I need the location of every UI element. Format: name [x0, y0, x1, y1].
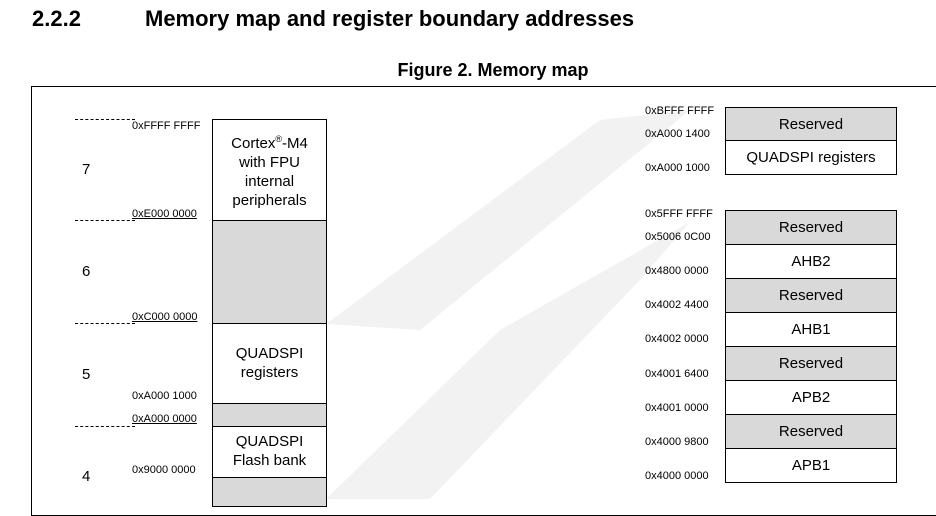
figure-caption: Figure 2. Memory map — [397, 60, 589, 80]
quadspi-regs-line1: QUADSPI — [235, 345, 304, 362]
region-label: 5 — [82, 366, 91, 383]
address-label: 0xC000 0000 — [132, 311, 198, 323]
quadspi-flash-line1: QUADSPI — [235, 433, 304, 450]
dash-line — [75, 220, 135, 221]
ahb2-block: AHB2 — [725, 244, 897, 279]
ahb1-block: AHB1 — [725, 312, 897, 347]
region-label: 7 — [82, 161, 91, 178]
dash-line — [75, 323, 135, 324]
address-label: 0xFFFF FFFF — [132, 120, 201, 132]
region-label: 4 — [82, 468, 91, 485]
reserved-block: Reserved — [725, 346, 897, 381]
reserved-block: Reserved — [725, 414, 897, 449]
zoom-connector-shapes — [326, 110, 690, 499]
cortex-line3: internal — [244, 173, 295, 190]
address-label: 0x5006 0C00 — [645, 231, 711, 243]
address-label: 0x4002 0000 — [645, 333, 709, 345]
address-label: 0x9000 0000 — [132, 464, 196, 476]
quadspi-registers-block: QUADSPI registers — [212, 323, 327, 404]
address-label: 0xE000 0000 — [132, 208, 197, 220]
cortex-line2: with FPU — [239, 154, 300, 171]
cortex-m4-peripherals-block: Cortex®-M4 with FPU internal peripherals — [212, 119, 327, 221]
address-label: 0xA000 1400 — [645, 128, 710, 140]
reserved-block: Reserved — [725, 210, 897, 245]
quadspi-registers-block: QUADSPI registers — [725, 140, 897, 175]
section-title: Memory map and register boundary address… — [145, 6, 635, 31]
address-label: 0xA000 1000 — [132, 390, 197, 402]
apb2-block: APB2 — [725, 380, 897, 415]
address-label: 0x4001 6400 — [645, 368, 709, 380]
reserved-block: Reserved — [725, 278, 897, 313]
dash-line — [75, 426, 135, 427]
address-label: 0x4001 0000 — [645, 402, 709, 414]
address-label: 0x4000 9800 — [645, 436, 709, 448]
cortex-line4: peripherals — [232, 192, 307, 209]
quadspi-regs-line2: registers — [240, 364, 299, 381]
region-label: 6 — [82, 263, 91, 280]
section-number: 2.2.2 — [32, 6, 81, 31]
dash-line — [75, 119, 135, 120]
quadspi-flash-line2: Flash bank — [232, 452, 307, 469]
connector-bottom — [326, 222, 690, 499]
address-label: 0x4800 0000 — [645, 265, 709, 277]
reserved-block — [212, 477, 327, 507]
address-label: 0xBFFF FFFF — [645, 105, 715, 117]
address-label: 0x5FFF FFFF — [645, 208, 713, 220]
apb1-block: APB1 — [725, 448, 897, 483]
connector-top — [326, 110, 690, 330]
address-label: 0x4002 4400 — [645, 299, 709, 311]
reserved-block — [212, 403, 327, 427]
address-label: 0x4000 0000 — [645, 470, 709, 482]
address-label: 0xA000 0000 — [132, 413, 197, 425]
cortex-line1: Cortex®-M4 — [231, 134, 308, 152]
reserved-block — [212, 220, 327, 324]
reserved-block: Reserved — [725, 107, 897, 141]
quadspi-flash-bank-block: QUADSPI Flash bank — [212, 426, 327, 478]
address-label: 0xA000 1000 — [645, 162, 710, 174]
